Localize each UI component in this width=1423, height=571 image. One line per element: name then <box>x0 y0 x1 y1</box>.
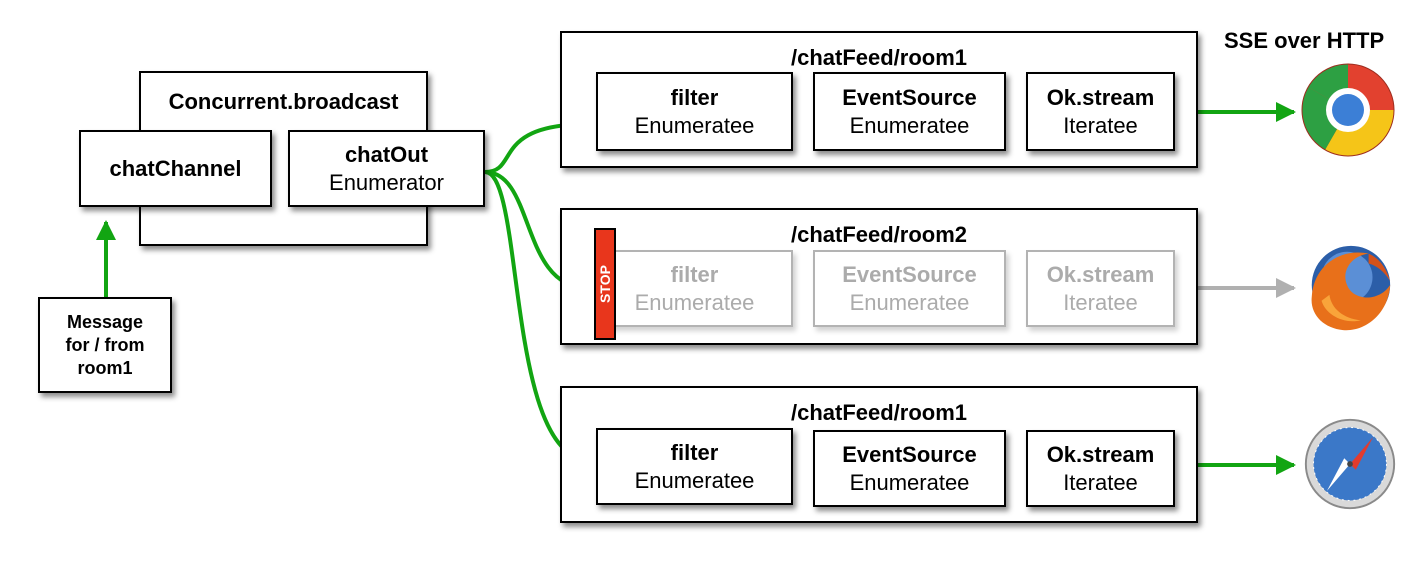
eventsource-node: EventSource Enumeratee <box>813 72 1006 151</box>
node-name: Ok.stream <box>1046 84 1155 110</box>
node-type: Enumeratee <box>849 289 970 315</box>
message-line3: room1 <box>77 357 133 378</box>
node-name: EventSource <box>842 261 977 287</box>
node-type: Iteratee <box>1063 289 1138 315</box>
node-name: Ok.stream <box>1046 441 1155 467</box>
node-type: Iteratee <box>1063 469 1138 495</box>
safari-icon <box>1304 418 1396 510</box>
feed-title: /chatFeed/room1 <box>790 45 968 70</box>
broadcast-title: Concurrent.broadcast <box>168 89 399 114</box>
node-type: Enumeratee <box>849 469 970 495</box>
node-name: filter <box>670 439 719 465</box>
stop-sign: STOP <box>594 228 616 340</box>
node-name: filter <box>670 84 719 110</box>
node-name: EventSource <box>842 84 977 110</box>
node-name: filter <box>670 261 719 287</box>
node-type: Enumeratee <box>634 289 755 315</box>
message-line2: for / from <box>65 334 145 355</box>
chrome-icon <box>1301 63 1395 157</box>
filter-node: filter Enumeratee <box>596 428 793 505</box>
node-name: EventSource <box>842 441 977 467</box>
chat-out-type: Enumerator <box>329 169 444 195</box>
eventsource-node: EventSource Enumeratee <box>813 430 1006 507</box>
node-type: Enumeratee <box>849 112 970 138</box>
chatout-to-feed1-arrow <box>484 114 592 174</box>
stop-label: STOP <box>597 265 613 303</box>
node-name: Ok.stream <box>1046 261 1155 287</box>
message-box: Message for / from room1 <box>38 297 172 393</box>
chat-out-node: chatOut Enumerator <box>288 130 485 207</box>
feed-title: /chatFeed/room1 <box>790 400 968 425</box>
node-type: Enumeratee <box>634 112 755 138</box>
node-type: Iteratee <box>1063 112 1138 138</box>
filter-node: filter Enumeratee <box>596 250 793 327</box>
chat-channel-label: chatChannel <box>109 155 242 181</box>
filter-node: filter Enumeratee <box>596 72 793 151</box>
ok-stream-node: Ok.stream Iteratee <box>1026 72 1175 151</box>
message-line1: Message <box>66 311 144 332</box>
eventsource-node: EventSource Enumeratee <box>813 250 1006 327</box>
sse-label: SSE over HTTP <box>1224 28 1385 53</box>
firefox-icon <box>1311 245 1391 331</box>
ok-stream-node: Ok.stream Iteratee <box>1026 430 1175 507</box>
chat-out-name: chatOut <box>344 141 429 167</box>
feed-title: /chatFeed/room2 <box>790 222 968 247</box>
ok-stream-node: Ok.stream Iteratee <box>1026 250 1175 327</box>
chat-channel-node: chatChannel <box>79 130 272 207</box>
node-type: Enumeratee <box>634 467 755 493</box>
